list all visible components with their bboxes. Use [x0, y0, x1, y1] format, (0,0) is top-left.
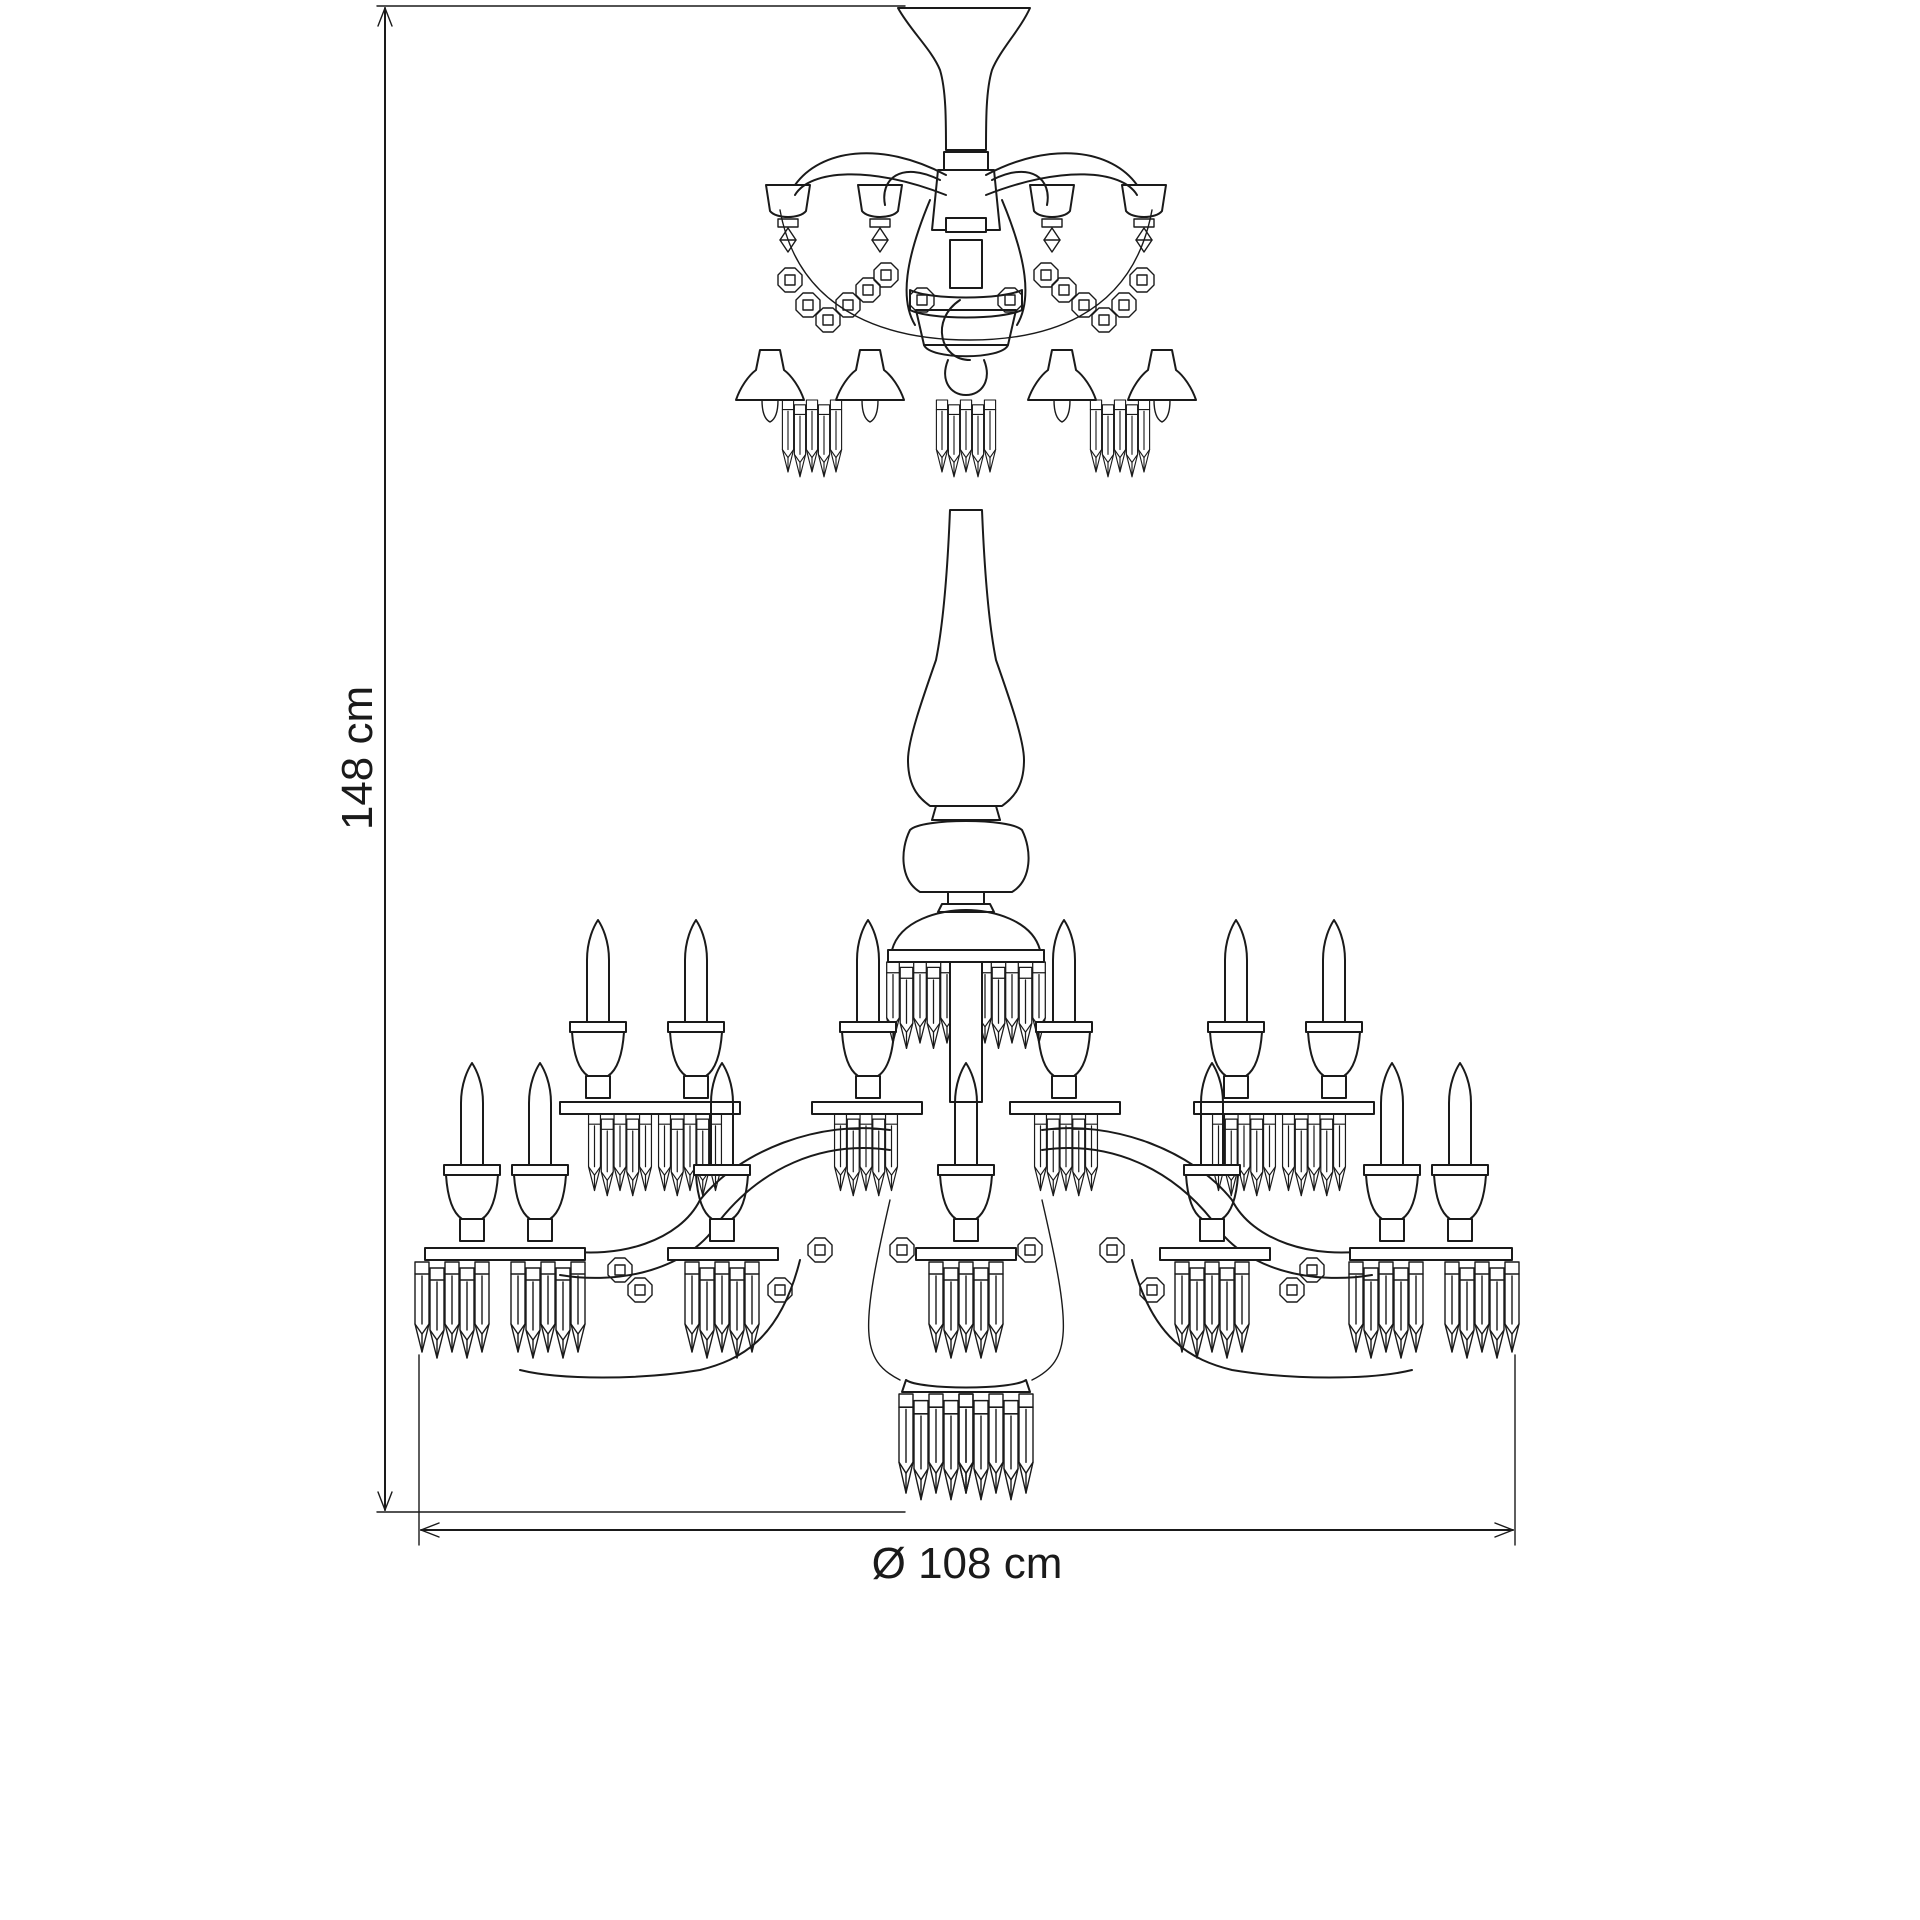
- bottom-finial: [899, 1379, 1033, 1500]
- height-label: 148 cm: [333, 686, 382, 830]
- diameter-dimension: Ø 108 cm: [418, 1354, 1516, 1588]
- diameter-label: Ø 108 cm: [872, 1539, 1063, 1588]
- canopy: [897, 7, 1031, 358]
- central-stem: [887, 509, 1045, 963]
- center-pendants: [887, 961, 1046, 1103]
- back-plates: [559, 1101, 1375, 1196]
- upper-tier: [735, 152, 1197, 477]
- chandelier: [415, 7, 1519, 1500]
- front-plates: [415, 1247, 1519, 1358]
- height-dimension: 148 cm: [333, 5, 906, 1513]
